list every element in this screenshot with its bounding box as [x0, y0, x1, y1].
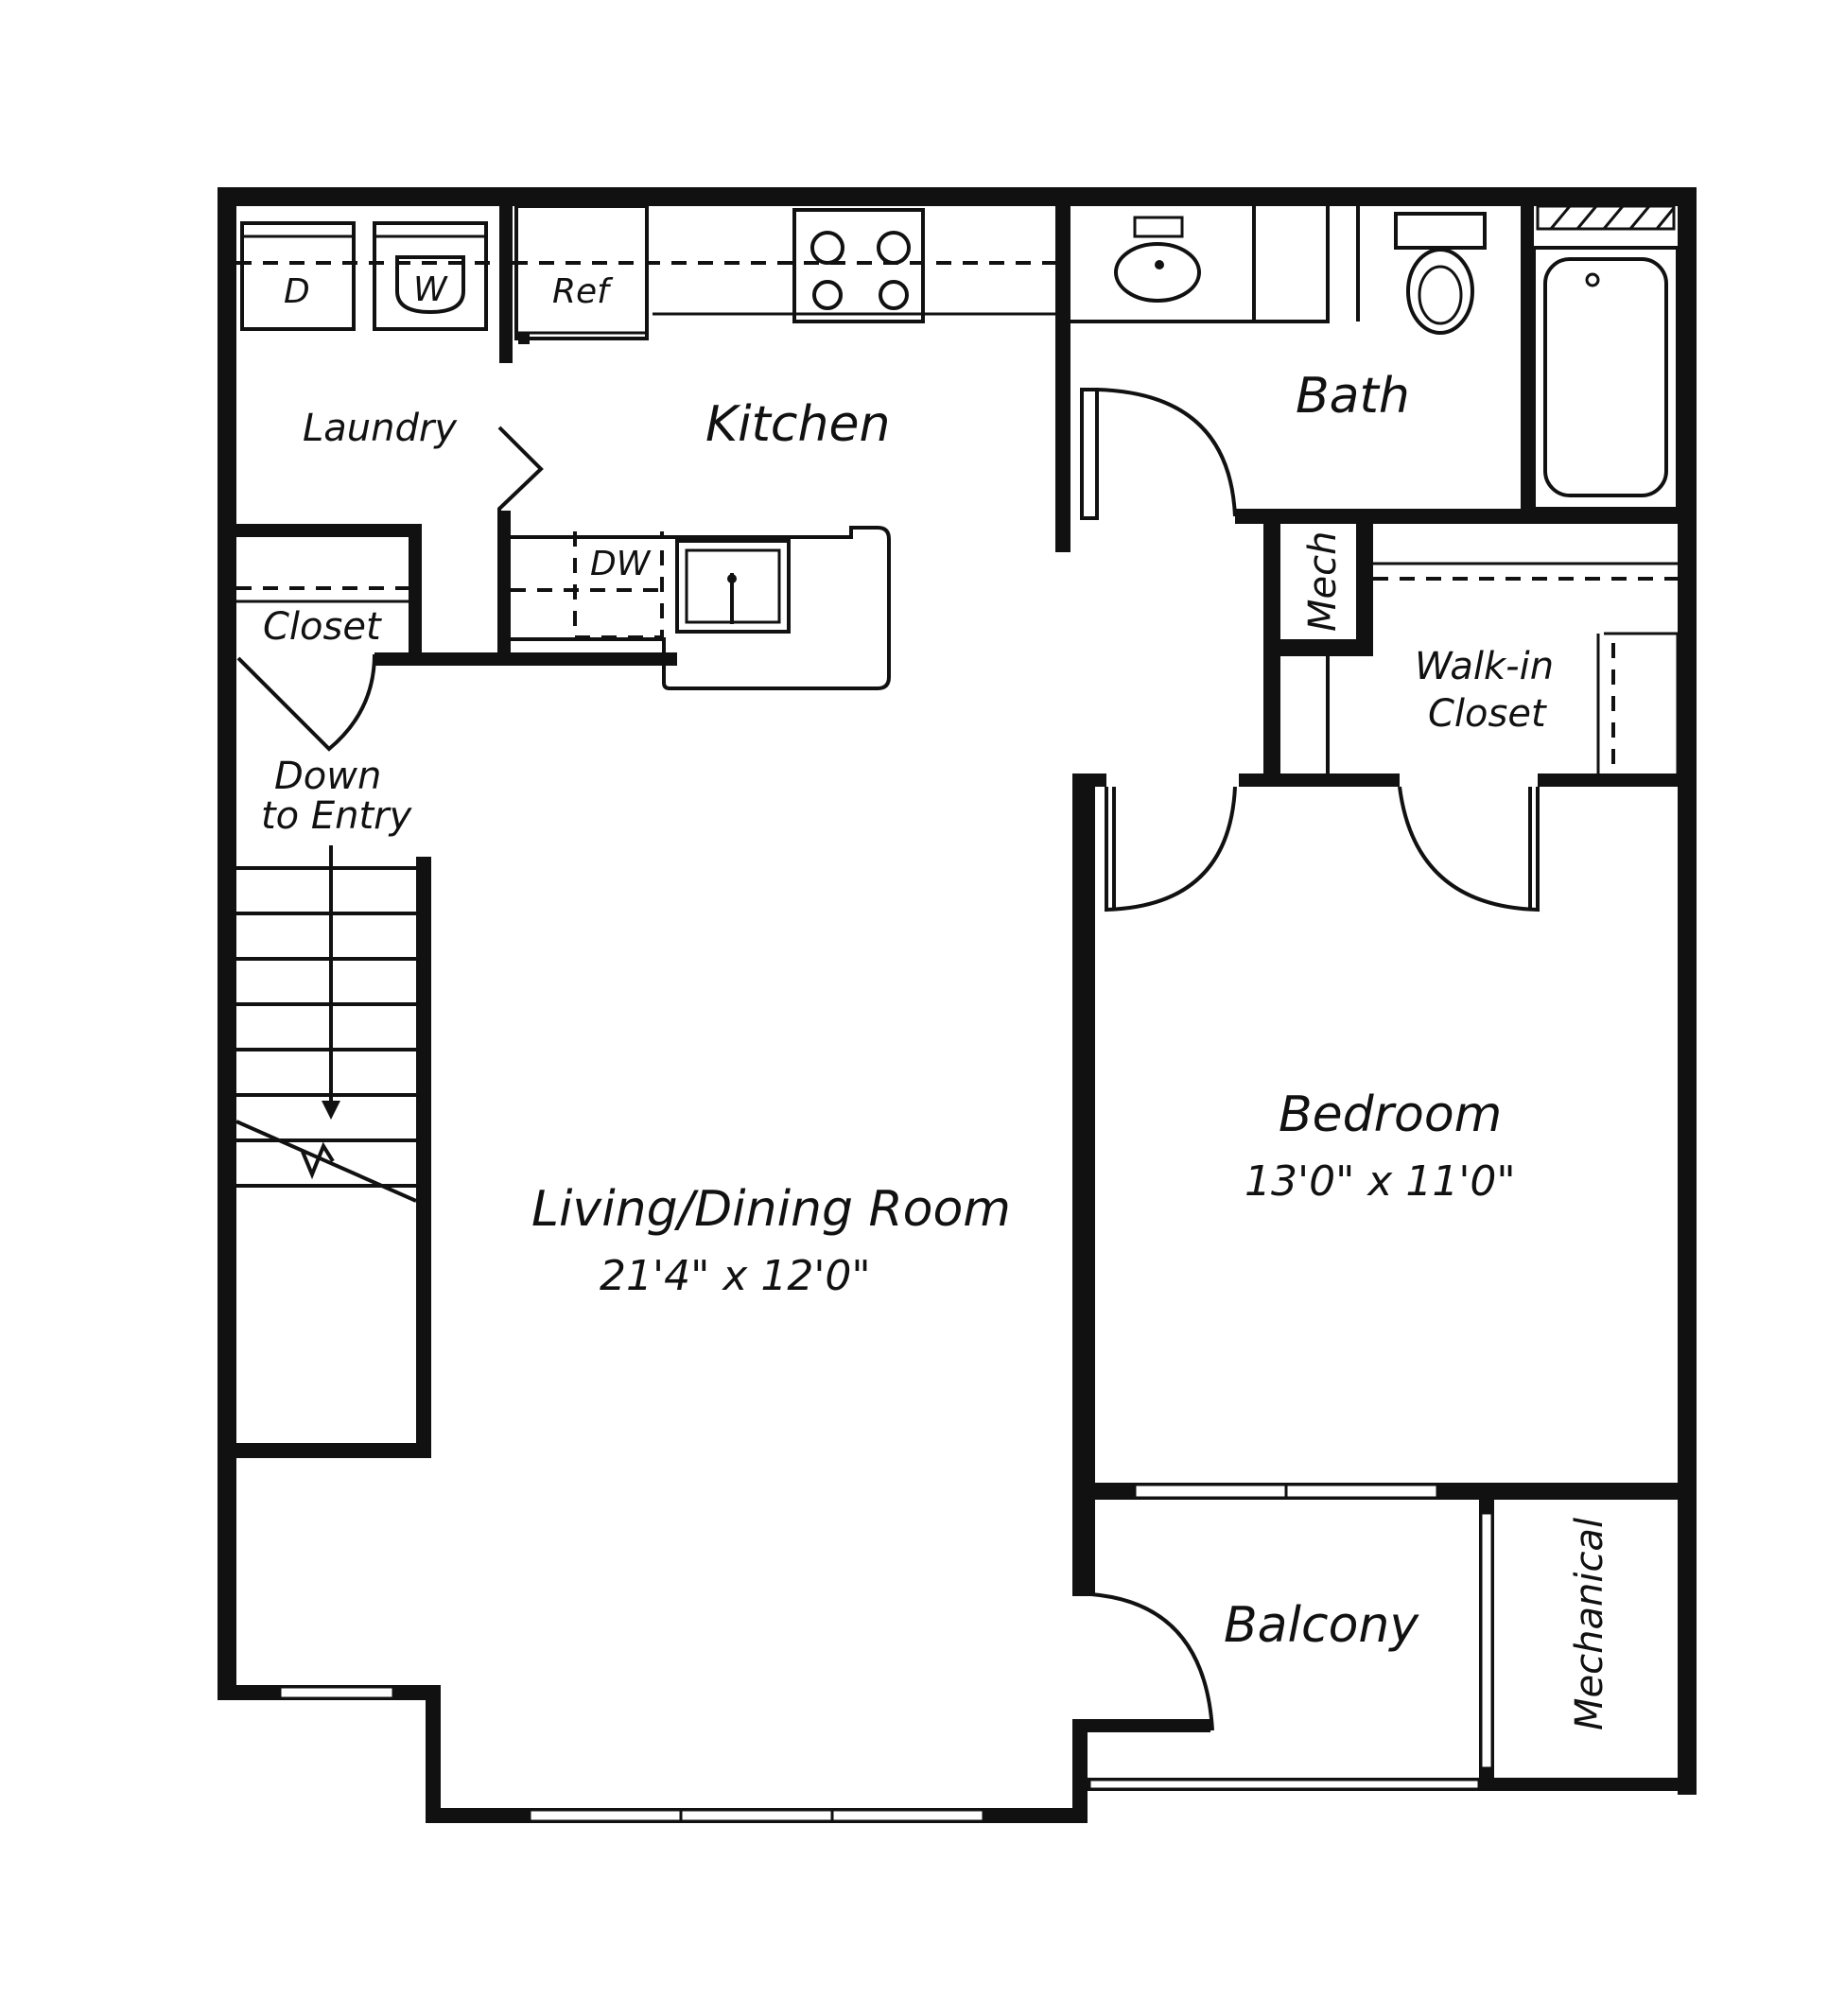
bedroom-dimensions: 13'0" x 11'0" [1245, 1157, 1516, 1206]
walkin-label-line1: Walk-in [1415, 645, 1554, 688]
dishwasher-label: DW [590, 545, 652, 583]
dryer-icon: D [240, 221, 356, 331]
bedroom-area: Bedroom 13'0" x 11'0" [1105, 786, 1540, 1206]
dryer-label: D [284, 272, 310, 311]
mech-area: Mech [1267, 530, 1345, 773]
bath-area: Bath [1070, 202, 1680, 520]
mech-label: Mech [1301, 531, 1345, 632]
bath-door[interactable] [1096, 388, 1237, 517]
walkin-closet-area: Walk-in Closet [1373, 562, 1680, 773]
kitchen-label: Kitchen [705, 396, 890, 453]
kitchen-island: DW [511, 526, 891, 690]
kitchen-sink-icon [675, 539, 791, 634]
toilet-icon [1394, 212, 1487, 335]
bedroom-door[interactable] [1105, 786, 1237, 912]
stairs-label-line1: Down [274, 755, 381, 798]
balcony-label: Balcony [1224, 1597, 1419, 1654]
down-arrow-icon [322, 845, 340, 1120]
stairs-area: Down to Entry [235, 755, 417, 1203]
bedroom-label: Bedroom [1279, 1086, 1502, 1143]
refrigerator-label: Ref [552, 272, 614, 311]
mechanical-label: Mechanical [1568, 1518, 1611, 1730]
closet-door[interactable] [236, 653, 376, 752]
living-dining-dimensions: 21'4" x 12'0" [600, 1252, 871, 1300]
bath-door-jamb [1080, 388, 1099, 520]
stairs-label-line2: to Entry [261, 794, 413, 838]
kitchen-area: Ref Kitchen DW [511, 204, 1055, 690]
living-dining-label: Living/Dining Room [531, 1181, 1011, 1238]
closet-area: Closet [236, 586, 409, 752]
refrigerator-icon: Ref [514, 204, 649, 344]
washer-label: W [413, 270, 448, 309]
mechanical-area: Mechanical [1568, 1518, 1611, 1730]
laundry-area: D W Laundry [236, 221, 544, 537]
bathtub-icon [1521, 202, 1680, 514]
interior-walls [218, 202, 1697, 1791]
balcony-door[interactable] [1090, 1592, 1214, 1731]
stair-treads [235, 866, 417, 1203]
laundry-bifold-door[interactable] [497, 426, 544, 537]
walkin-label-line2: Closet [1428, 692, 1547, 736]
washer-icon: W [373, 221, 488, 331]
windows [278, 1483, 1494, 1823]
balcony-area: Balcony [1090, 1592, 1419, 1731]
dishwasher-icon: DW [573, 531, 664, 639]
living-dining-area: Living/Dining Room 21'4" x 12'0" [531, 1181, 1011, 1300]
walkin-closet-door[interactable] [1398, 786, 1540, 912]
stove-icon [792, 208, 925, 323]
bath-sink-icon [1114, 216, 1201, 303]
closet-label: Closet [263, 605, 382, 649]
bath-label: Bath [1296, 368, 1410, 425]
laundry-label: Laundry [303, 407, 458, 450]
